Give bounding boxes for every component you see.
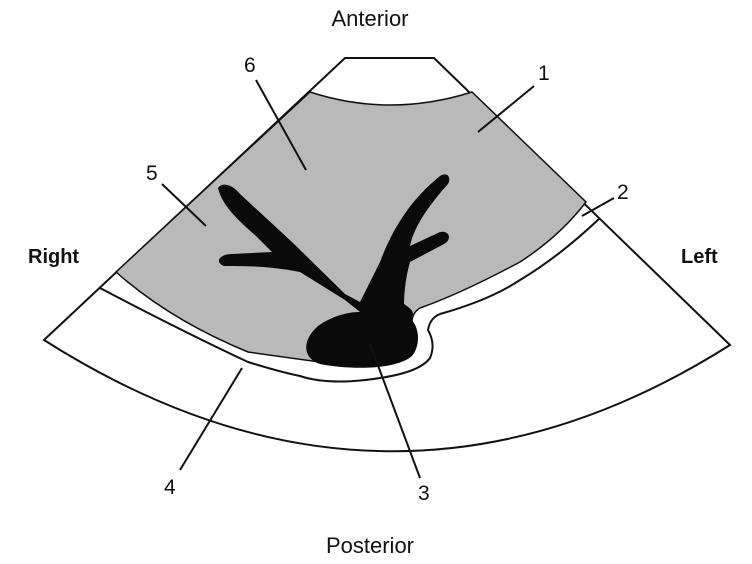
capsule-line: [99, 217, 601, 383]
callout-2: 2: [617, 181, 629, 204]
callout-6-leader: [255, 79, 307, 171]
callout-3-leader: [369, 343, 421, 479]
callout-1-leader: [477, 85, 535, 133]
callout-5: 5: [146, 162, 158, 185]
callout-4-leader: [179, 367, 243, 471]
vessel-structure: [218, 174, 450, 368]
callout-5-leader: [161, 183, 207, 227]
label-left: Left: [681, 246, 718, 268]
callout-1: 1: [538, 62, 550, 85]
label-posterior: Posterior: [326, 533, 414, 558]
label-anterior: Anterior: [331, 6, 408, 31]
label-right: Right: [28, 246, 79, 268]
callout-2-leader: [581, 197, 615, 217]
callout-6: 6: [244, 54, 256, 77]
callout-4: 4: [164, 476, 176, 499]
callout-3: 3: [418, 482, 430, 505]
